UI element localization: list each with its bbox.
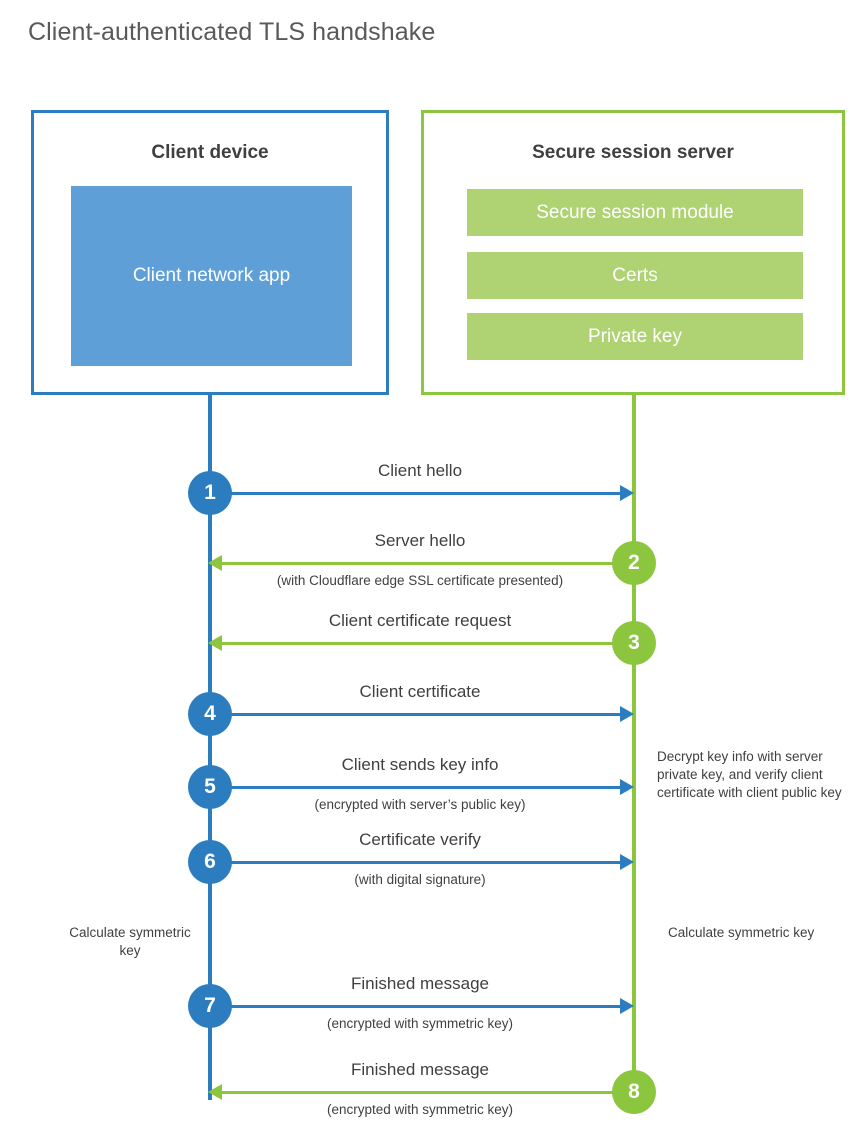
step-circle-3[interactable]: 3: [612, 621, 656, 665]
arrow-shaft-3: [222, 642, 634, 645]
message-label-1: Client hello: [377, 461, 463, 480]
step-circle-4[interactable]: 4: [188, 692, 232, 736]
step-circle-8[interactable]: 8: [612, 1070, 656, 1114]
arrow-head-right-icon-6: [620, 854, 634, 870]
arrow-head-right-icon-7: [620, 998, 634, 1014]
message-label-7: Finished message: [351, 974, 489, 993]
secure-session-server-box: Secure session server Secure session mod…: [421, 110, 845, 395]
message-label-8: Finished message: [351, 1060, 489, 1079]
server-block-secure-session-module: Secure session module: [467, 189, 803, 236]
arrow-shaft-6: [210, 861, 622, 864]
secure-session-server-title: Secure session server: [532, 142, 734, 163]
arrow-head-left-icon-8: [208, 1084, 222, 1100]
client-lifeline: [208, 394, 212, 1100]
arrow-shaft-7: [210, 1005, 622, 1008]
message-sublabel-5: (encrypted with server’s public key): [314, 797, 526, 812]
annotation-calculate-symmetric-key-server: Calculate symmetric key: [668, 925, 815, 940]
step-circle-7[interactable]: 7: [188, 984, 232, 1028]
message-sublabel-6: (with digital signature): [354, 872, 486, 887]
message-label-6: Certificate verify: [359, 830, 481, 849]
page-title: Client-authenticated TLS handshake: [28, 18, 436, 46]
arrow-head-right-icon-5: [620, 779, 634, 795]
arrow-head-right-icon-1: [620, 485, 634, 501]
annotation-decrypt-key-info: Decrypt key info with server private key…: [657, 749, 842, 800]
arrow-shaft-8: [222, 1091, 634, 1094]
message-label-3: Client certificate request: [328, 611, 512, 630]
arrow-shaft-1: [210, 492, 622, 495]
client-device-box: Client device Client network app: [31, 110, 389, 395]
arrow-shaft-5: [210, 786, 622, 789]
arrow-head-left-icon-3: [208, 635, 222, 651]
step-circle-1[interactable]: 1: [188, 471, 232, 515]
step-circle-6[interactable]: 6: [188, 840, 232, 884]
message-label-4: Client certificate: [359, 682, 481, 701]
client-network-app-block: Client network app: [71, 186, 352, 366]
annotation-calculate-symmetric-key-client: Calculate symmetric key: [69, 925, 191, 958]
server-block-private-key: Private key: [467, 313, 803, 360]
arrow-shaft-4: [210, 713, 622, 716]
message-sublabel-8: (encrypted with symmetric key): [326, 1102, 514, 1117]
server-lifeline: [632, 394, 636, 1094]
server-block-certs: Certs: [467, 252, 803, 299]
message-sublabel-2: (with Cloudflare edge SSL certificate pr…: [276, 573, 564, 588]
arrow-shaft-2: [222, 562, 634, 565]
message-label-2: Server hello: [374, 531, 466, 550]
arrow-head-right-icon-4: [620, 706, 634, 722]
client-device-title: Client device: [151, 142, 269, 163]
step-circle-2[interactable]: 2: [612, 541, 656, 585]
message-sublabel-7: (encrypted with symmetric key): [326, 1016, 514, 1031]
step-circle-5[interactable]: 5: [188, 765, 232, 809]
message-label-5: Client sends key info: [341, 755, 499, 774]
arrow-head-left-icon-2: [208, 555, 222, 571]
